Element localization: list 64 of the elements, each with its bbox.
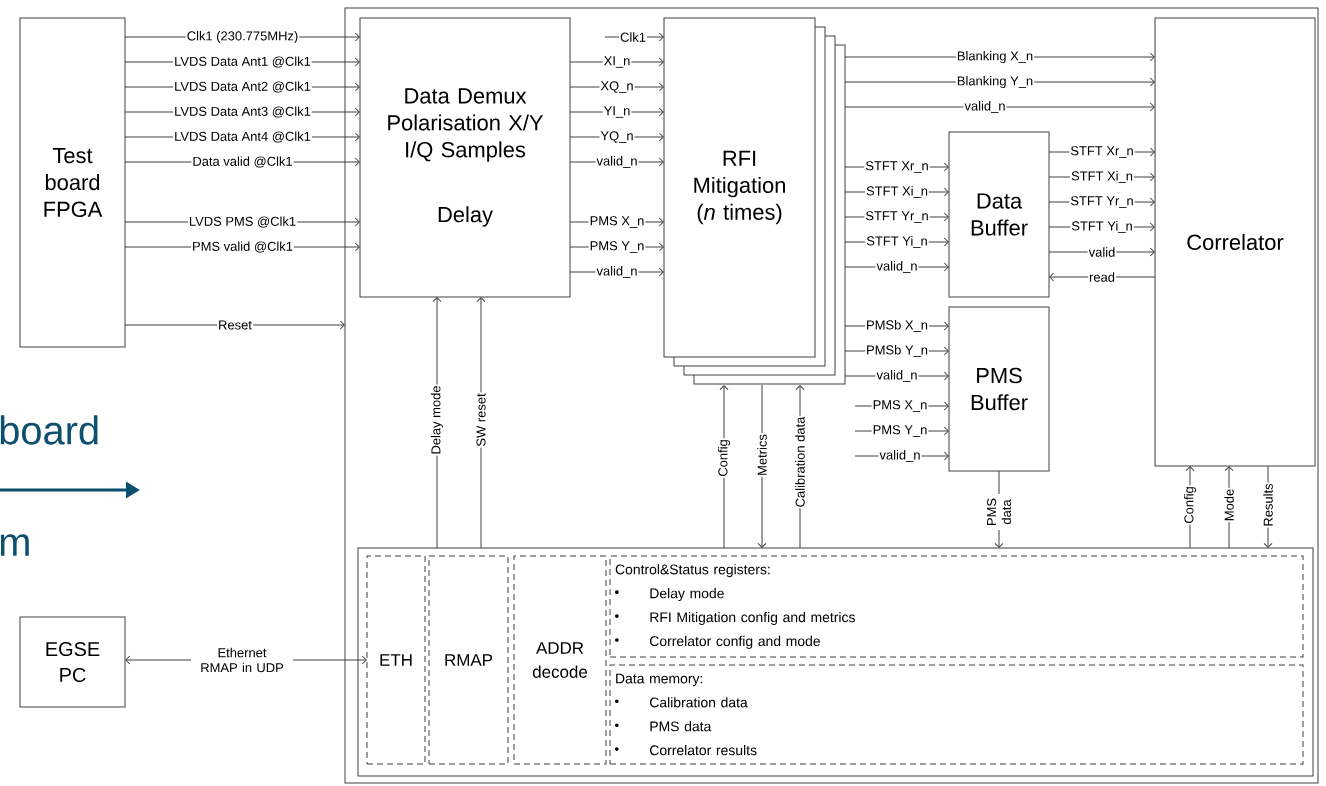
edge-label: valid_n	[963, 100, 1007, 114]
enclosure-box	[344, 7, 1319, 784]
computer-box: EGSE PC	[19, 616, 126, 708]
edge-label: STFT Xr_n	[1069, 145, 1135, 159]
edge-label: YQ_n	[599, 130, 635, 144]
edge-label: Reset	[217, 319, 253, 331]
edge-label: PMSb X_n	[865, 319, 929, 333]
edge-label: STFT Xi_n	[1070, 170, 1134, 184]
edge-label: LVDS Data Ant4 @Clk1	[173, 130, 312, 144]
overlay-text: board	[0, 415, 98, 445]
edge-label: YI_n	[602, 105, 632, 119]
edge-label: Metrics	[756, 433, 768, 477]
edge-label: Delay mode	[429, 384, 445, 456]
edge-label: Clk1	[619, 31, 647, 43]
edge-label: STFT Yi_n	[865, 235, 929, 249]
register-list-box: Control&Status registers: Delay mode RFI Mitigation config and metrics Correlator config and mode	[609, 555, 1304, 658]
edge-label: PMSb Y_n	[865, 344, 929, 358]
process-box: ETH	[366, 555, 426, 765]
process-box: Data Demux Polarisation X/Y I/Q Samples Delay	[359, 17, 571, 298]
edge-label: LVDS Data Ant2 @Clk1	[173, 80, 312, 94]
edge-label: valid	[1087, 246, 1117, 258]
edge-label: valid_n	[875, 369, 919, 383]
module-box	[357, 547, 1314, 777]
edge-label: Blanking X_n	[955, 49, 1035, 65]
edge-label: PMS X_n	[588, 215, 646, 229]
edge-label: read	[1088, 271, 1116, 283]
edge-label: valid_n	[595, 155, 639, 169]
edge-label: Clk1 (230.775MHz)	[185, 29, 300, 45]
edge-label: Calibration data	[794, 415, 806, 509]
process-box: RMAP	[428, 555, 509, 765]
edge-label: valid_n	[878, 449, 922, 463]
edge-label: LVDS Data Ant1 @Clk1	[173, 55, 312, 69]
edge-label: SW reset	[475, 392, 487, 448]
edge-label: PMS data	[985, 494, 1013, 530]
chip-box: Test board FPGA	[19, 17, 126, 348]
process-box: ADDR decode	[513, 555, 607, 765]
overlay-text: m	[0, 534, 29, 556]
edge-label: PMS valid @Clk1	[191, 240, 294, 254]
edge-label: PMS Y_n	[588, 240, 646, 254]
edge-label: Data valid @Clk1	[191, 155, 294, 169]
edge-label: Results	[1262, 482, 1274, 528]
edge-label: STFT Xi_n	[865, 185, 929, 199]
edge-label: STFT Yi_n	[1070, 220, 1134, 234]
edge-label: PMS Y_n	[871, 424, 929, 438]
edge-label: LVDS Data Ant3 @Clk1	[173, 105, 312, 119]
process-box: PMS Buffer	[948, 306, 1050, 472]
process-box: Correlator	[1154, 17, 1316, 467]
edge-label: valid_n	[595, 265, 639, 279]
edge-label: XQ_n	[599, 80, 635, 94]
edge-label: PMS X_n	[871, 399, 929, 413]
stacked-process-box: RFI Mitigation (n times)	[663, 17, 846, 385]
edge-label: LVDS PMS @Clk1	[187, 215, 298, 229]
memory-list-box: Data memory: Calibration data PMS data Correlator results	[609, 664, 1304, 765]
edge-label: Blanking Y_n	[955, 74, 1035, 90]
edge-label: Ethernet RMAP in UDP	[191, 646, 293, 674]
edge-label: valid_n	[875, 260, 919, 274]
edge-label: XI_n	[602, 55, 632, 69]
edge-label: Mode	[1223, 487, 1235, 523]
edge-label: Config	[717, 438, 732, 478]
edge-label: Config	[1183, 485, 1198, 525]
edge-label: STFT Xr_n	[864, 160, 930, 174]
edge-label: STFT Yr_n	[864, 210, 930, 224]
edge-label: STFT Yr_n	[1069, 195, 1135, 209]
process-box: Data Buffer	[948, 131, 1050, 298]
